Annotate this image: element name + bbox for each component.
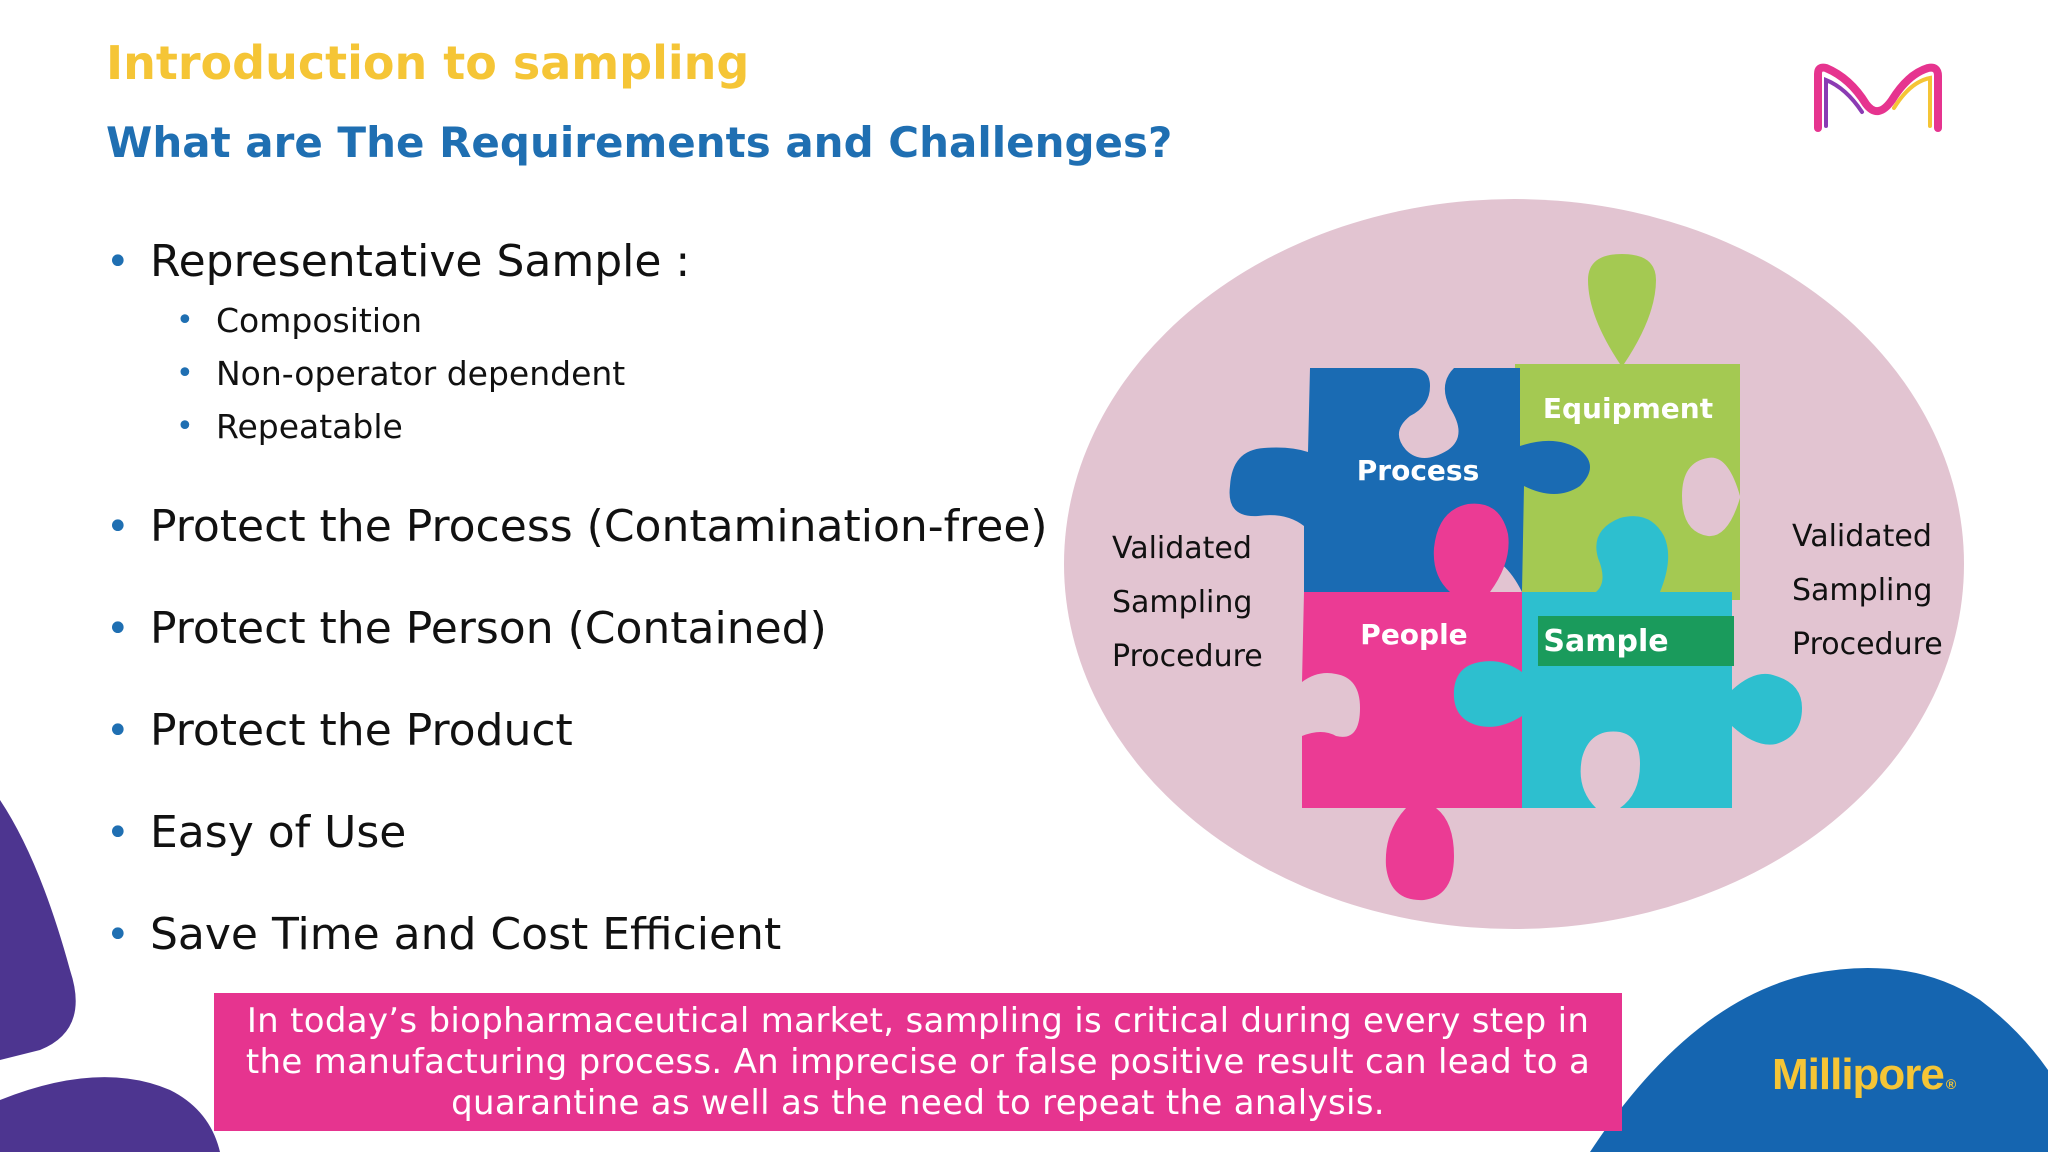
bullet-save-time: Save Time and Cost Efficient [106,905,1096,965]
label-people: People [1360,618,1467,651]
sub-bullet-repeatable: Repeatable [176,400,1096,453]
m-logo-icon [1814,63,1942,132]
bullet-protect-product: Protect the Product [106,701,1096,761]
puzzle-piece-equipment [1515,254,1740,600]
decorative-blue-shape [1590,967,2048,1152]
sample-tag [1538,616,1734,666]
bullet-protect-person: Protect the Person (Contained) [106,599,1096,659]
bullet-protect-process: Protect the Process (Contamination-free) [106,497,1096,557]
decorative-purple-shape [0,800,220,1152]
sub-bullet-composition: Composition [176,294,1096,347]
slide-title: Introduction to sampling [106,36,750,90]
callout-box: In today’s biopharmaceutical market, sam… [214,993,1622,1131]
millipore-logo: Millipore® [1772,1050,1956,1099]
callout-text: In today’s biopharmaceutical market, sam… [245,1001,1591,1123]
bullet-easy-of-use: Easy of Use [106,803,1096,863]
puzzle-diagram: Equipment Process People Sample Validate… [1060,196,1970,936]
puzzle-piece-people [1302,503,1522,901]
bullet-representative-sample: Representative Sample : [106,232,1096,292]
requirements-list: Representative Sample : Composition Non-… [106,232,1096,965]
slide-subtitle: What are The Requirements and Challenges… [106,118,1173,167]
sub-bullet-non-operator: Non-operator dependent [176,347,1096,400]
right-procedure-label: Validated Sampling Procedure [1792,519,1943,662]
left-procedure-label: Validated Sampling Procedure [1112,531,1263,674]
label-process: Process [1357,454,1480,487]
bullet-text: Representative Sample : [150,236,691,287]
label-sample: Sample [1543,624,1668,659]
puzzle-svg: Equipment Process People Sample [1064,199,1964,929]
label-equipment: Equipment [1543,392,1713,425]
